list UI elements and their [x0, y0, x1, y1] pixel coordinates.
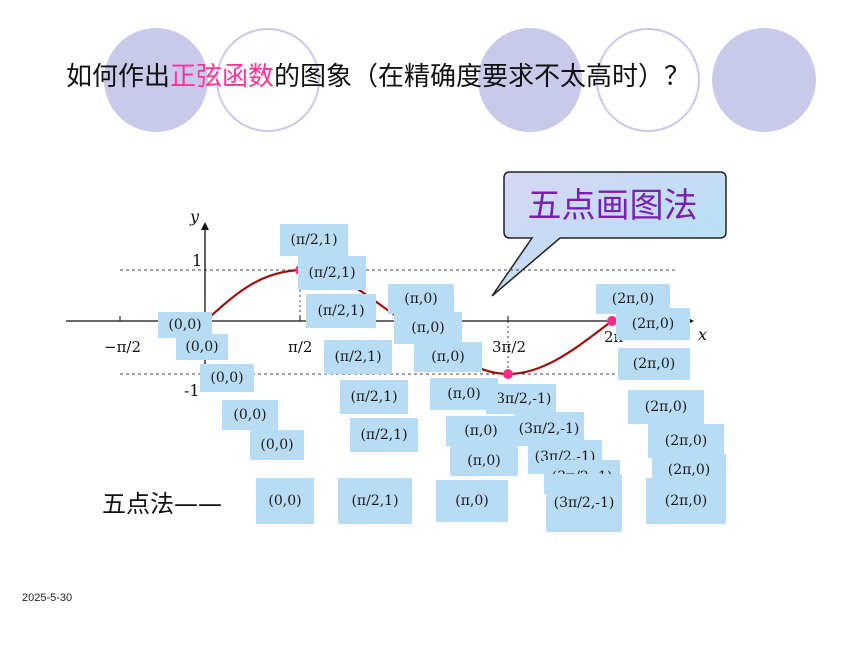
tick-neg-half-pi: −π/2	[104, 338, 141, 356]
point-label-half-pi-copy: (π/2,1)	[324, 340, 392, 374]
page-title: 如何作出正弦函数的图象（在精确度要求不太高时）？	[66, 56, 690, 93]
decor-circle-3	[478, 28, 582, 132]
y-axis-label: y	[189, 207, 200, 226]
point-label-pi-copy: (π,0)	[450, 446, 518, 476]
point-label-0-copy: (0,0)	[176, 334, 228, 360]
date-stamp: 2025-5-30	[22, 592, 73, 604]
callout-bubble	[491, 171, 727, 297]
bottom-label-0: (0,0)	[256, 478, 314, 524]
point-label-half-pi: (π/2,1)	[280, 224, 348, 256]
point-label-0-copy: (0,0)	[222, 400, 278, 430]
point-label-pi-copy: (π,0)	[394, 312, 462, 344]
point-label-half-pi-copy: (π/2,1)	[350, 418, 418, 452]
five-point-method-label: 五点法——	[102, 490, 222, 518]
title-suffix: 的图象（在精确度要求不太高时）？	[274, 62, 691, 92]
point-label-two-pi-copy: (2π,0)	[628, 390, 704, 424]
point-label-two-pi-copy: (2π,0)	[648, 424, 724, 458]
point-label-pi: (π,0)	[388, 284, 454, 314]
y-neg-one-label: -1	[184, 381, 200, 400]
point-label-0: (0,0)	[158, 312, 212, 338]
point-label-two-pi-copy: (2π,0)	[618, 348, 690, 380]
tick-three-half-pi: 3π/2	[492, 338, 526, 356]
title-highlight: 正弦函数	[170, 62, 275, 92]
point-label-half-pi-copy: (π/2,1)	[298, 256, 366, 290]
x-axis-label: x	[698, 325, 707, 344]
y-one-label: 1	[192, 251, 202, 270]
bottom-label-two-pi: (2π,0)	[646, 478, 726, 524]
tick-half-pi: π/2	[288, 338, 312, 356]
decor-circle-2	[216, 28, 320, 132]
title-prefix: 如何作出	[66, 62, 171, 92]
key-point-two-pi	[607, 316, 617, 326]
callout-text: 五点画图法	[527, 186, 698, 226]
point-label-two-pi-copy: (2π,0)	[616, 308, 690, 340]
decor-circle-4	[596, 28, 700, 132]
bottom-label-pi: (π,0)	[436, 480, 508, 522]
point-label-pi-copy: (π,0)	[414, 342, 482, 372]
decor-circle-5	[712, 28, 816, 132]
point-label-0-copy: (0,0)	[250, 430, 304, 460]
point-label-half-pi-copy: (π/2,1)	[340, 380, 408, 414]
decor-circle-1	[104, 28, 208, 132]
point-label-pi-copy: (π,0)	[446, 416, 516, 446]
bottom-label-half-pi: (π/2,1)	[338, 478, 412, 524]
bottom-label-three-half-pi: (3π/2,-1)	[546, 474, 622, 532]
point-label-0-copy: (0,0)	[200, 364, 254, 392]
key-point-three-half-pi	[503, 369, 513, 379]
point-label-pi-copy: (π,0)	[430, 378, 498, 410]
point-label-half-pi-copy: (π/2,1)	[306, 294, 376, 328]
